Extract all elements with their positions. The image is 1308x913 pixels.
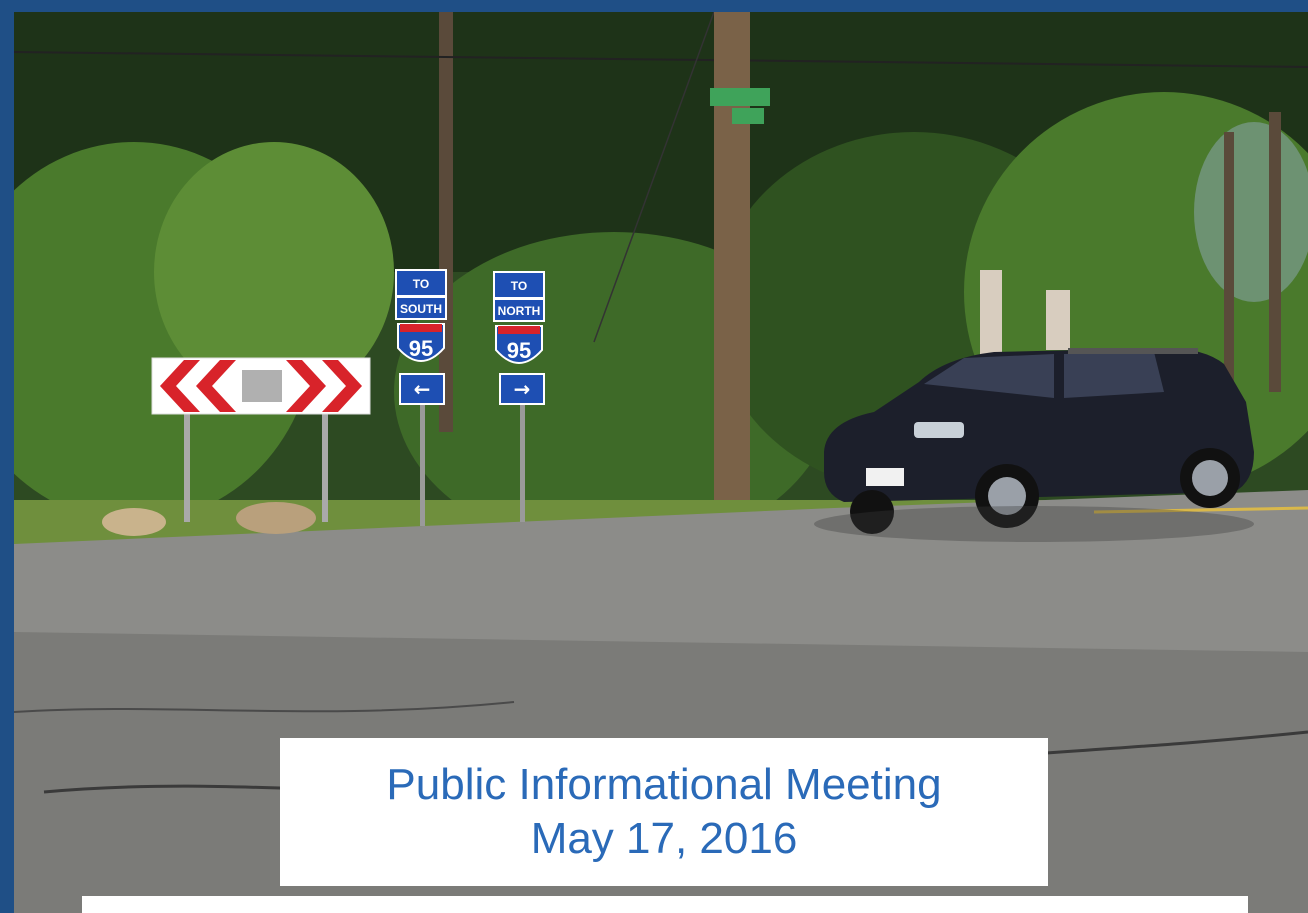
sign-right-route: 95	[507, 338, 531, 363]
utility-pole	[714, 12, 750, 504]
sign-to-south: TO SOUTH 95 ←	[395, 269, 447, 526]
sign-right-top: TO	[511, 279, 527, 293]
caption-date: May 17, 2016	[530, 814, 798, 863]
suv-car	[824, 348, 1254, 534]
sign-left-direction: SOUTH	[400, 302, 442, 316]
arrow-left-icon: ←	[414, 377, 431, 401]
sign-to-north: TO NORTH 95 →	[493, 271, 545, 522]
interstate-shield-icon	[397, 323, 445, 362]
street-sign-icon	[710, 88, 770, 124]
bottom-white-bar	[82, 896, 1248, 913]
interstate-shield-icon	[495, 325, 543, 364]
sign-left-top: TO	[413, 277, 429, 291]
sign-left-route: 95	[409, 336, 433, 361]
meeting-caption-box: Public Informational Meeting May 17, 201…	[280, 738, 1048, 886]
caption-title: Public Informational Meeting	[386, 760, 942, 809]
road-photo: TO SOUTH 95 ← TO NORTH 95 →	[14, 12, 1308, 913]
sign-right-direction: NORTH	[498, 304, 541, 318]
arrow-right-icon: →	[514, 377, 531, 401]
chevron-sign-icon	[151, 357, 371, 522]
